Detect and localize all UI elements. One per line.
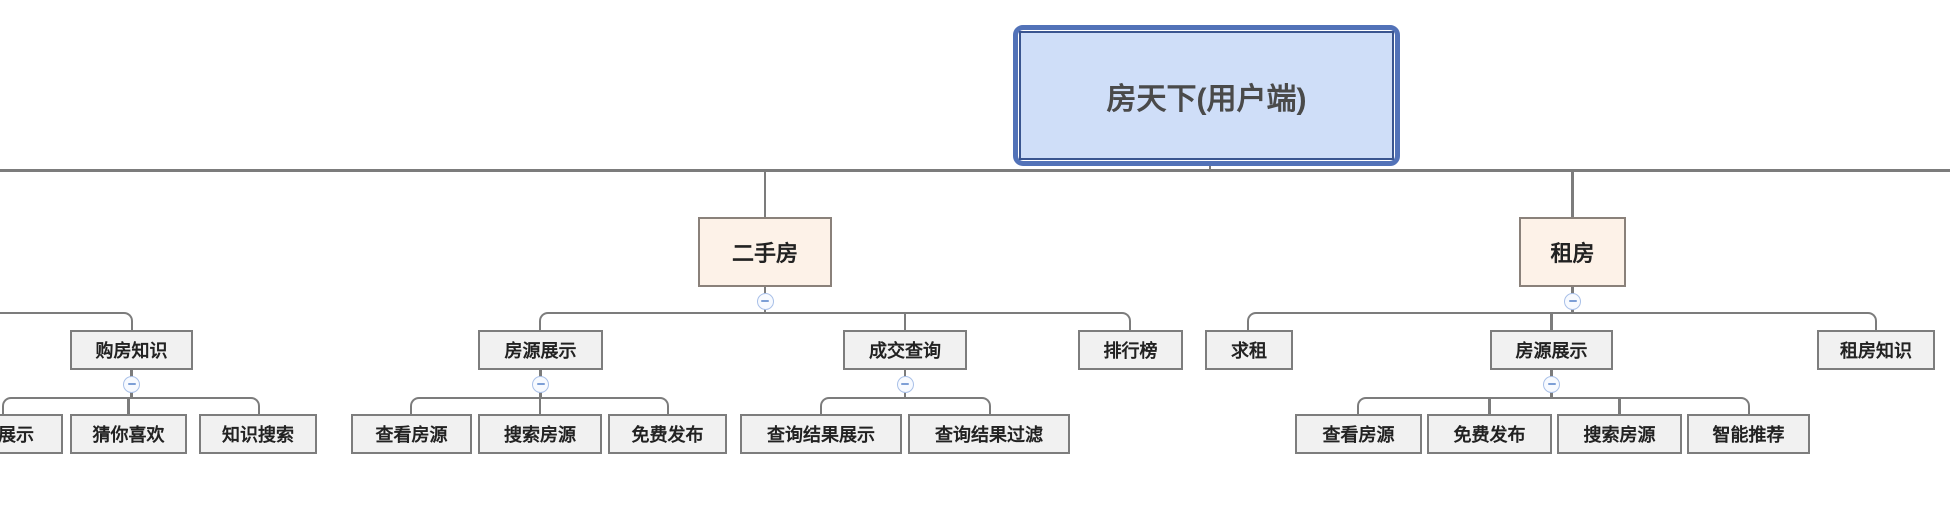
collapse-minus-icon[interactable] — [123, 375, 140, 393]
minus-glyph — [1547, 383, 1556, 385]
node-label: 查看房源 — [375, 425, 448, 445]
connector-bracket — [1, 397, 260, 415]
minus-glyph — [127, 383, 136, 385]
minus-glyph — [761, 300, 769, 302]
node-label: 免费发布 — [1453, 425, 1526, 445]
node-sousuo-fangyuan-2[interactable]: 搜索房源 — [1557, 414, 1682, 454]
node-label: 房源展示 — [504, 341, 577, 361]
node-label: 查询结果展示 — [767, 425, 875, 445]
connector-bracket — [0, 312, 133, 331]
connector-bracket — [539, 312, 1132, 331]
node-zhishi-sousuo[interactable]: 知识搜索 — [199, 414, 317, 454]
node-fangyuan-zhanshi-2[interactable]: 房源展示 — [1490, 330, 1613, 370]
node-paihangbang[interactable]: 排行榜 — [1078, 330, 1183, 370]
node-label: 展示 — [0, 425, 34, 445]
node-label: 租房 — [1550, 241, 1595, 266]
connector-line — [763, 169, 767, 217]
node-zhanshi-clipped[interactable]: 展示 — [0, 414, 63, 454]
minus-glyph — [901, 383, 909, 385]
node-chakan-fangyuan-1[interactable]: 查看房源 — [351, 414, 472, 454]
node-label: 求租 — [1231, 341, 1267, 361]
node-goufang-zhishi[interactable]: 购房知识 — [70, 330, 193, 370]
node-zufang[interactable]: 租房 — [1519, 217, 1626, 287]
node-chaxun-jieguo-zhanshi[interactable]: 查询结果展示 — [740, 414, 902, 454]
node-chengjiao-chaxun[interactable]: 成交查询 — [843, 330, 967, 370]
connector-line — [1571, 169, 1574, 217]
node-label: 智能推荐 — [1712, 425, 1785, 445]
collapse-minus-icon[interactable] — [532, 375, 549, 393]
collapse-minus-icon[interactable] — [1564, 292, 1581, 310]
connector-line — [1550, 312, 1553, 331]
connector-bracket — [1247, 312, 1878, 331]
node-qiuzu[interactable]: 求租 — [1205, 330, 1293, 370]
node-cai-ni-xihuan[interactable]: 猜你喜欢 — [70, 414, 187, 454]
node-label: 知识搜索 — [222, 425, 294, 445]
node-label: 排行榜 — [1103, 341, 1158, 361]
node-label: 二手房 — [731, 241, 798, 266]
node-fangyuan-zhanshi-1[interactable]: 房源展示 — [478, 330, 603, 370]
node-mianfei-fabu-2[interactable]: 免费发布 — [1427, 414, 1552, 454]
connector-line — [127, 397, 130, 415]
node-label: 房天下(用户端) — [1019, 31, 1394, 160]
connector-bracket — [410, 397, 670, 415]
node-mianfei-fabu-1[interactable]: 免费发布 — [608, 414, 727, 454]
minus-glyph — [1568, 300, 1577, 302]
connector-bracket — [819, 397, 991, 415]
node-label: 查询结果过滤 — [935, 425, 1043, 445]
node-label: 猜你喜欢 — [92, 425, 165, 445]
connector-rail — [0, 169, 1950, 172]
node-label: 租房知识 — [1840, 341, 1912, 361]
collapse-minus-icon[interactable] — [756, 292, 774, 310]
connector-line — [903, 312, 907, 331]
connector-line — [538, 397, 542, 415]
connector-bracket — [1357, 397, 1751, 415]
node-chaxun-jieguo-guolv[interactable]: 查询结果过滤 — [908, 414, 1070, 454]
node-zhineng-tuijian[interactable]: 智能推荐 — [1687, 414, 1810, 454]
node-ershoufang[interactable]: 二手房 — [698, 217, 832, 287]
minus-glyph — [536, 383, 545, 385]
node-label: 房源展示 — [1515, 341, 1588, 361]
connector-line — [1618, 397, 1621, 415]
connector-line — [1488, 397, 1491, 415]
node-label: 查看房源 — [1322, 425, 1395, 445]
node-root[interactable]: 房天下(用户端) — [1013, 25, 1400, 166]
node-zufang-zhishi[interactable]: 租房知识 — [1817, 330, 1935, 370]
node-sousuo-fangyuan-1[interactable]: 搜索房源 — [478, 414, 602, 454]
node-label: 免费发布 — [631, 425, 704, 445]
node-label: 搜索房源 — [1583, 425, 1656, 445]
collapse-minus-icon[interactable] — [1543, 375, 1560, 393]
collapse-minus-icon[interactable] — [896, 375, 914, 393]
node-label: 成交查询 — [869, 341, 941, 361]
node-label: 搜索房源 — [504, 425, 576, 445]
node-label: 购房知识 — [95, 341, 168, 361]
node-chakan-fangyuan-2[interactable]: 查看房源 — [1295, 414, 1422, 454]
